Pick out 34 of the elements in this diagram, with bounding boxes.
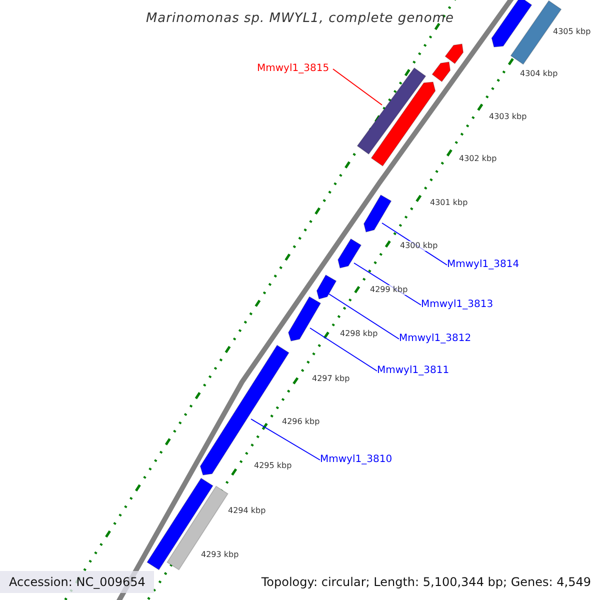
scale-label: 4293 kbp	[201, 550, 239, 560]
gene-feature	[363, 194, 392, 232]
scale-label: 4299 kbp	[370, 285, 408, 295]
gene-label: Mmwyl1_3812	[399, 332, 475, 346]
scale-label: 4302 kbp	[459, 154, 497, 164]
scale-label: 4295 kbp	[254, 461, 292, 471]
scale-label: 4301 kbp	[430, 198, 468, 208]
leader-line	[250, 418, 320, 460]
scale-label: 4296 kbp	[282, 417, 320, 427]
gene-feature	[370, 82, 436, 167]
gene-label: Mmwyl1_3813	[421, 298, 497, 312]
leader-line	[332, 68, 382, 106]
leader-line	[310, 328, 378, 372]
scale-label: 4300 kbp	[400, 241, 438, 251]
gene-feature	[288, 296, 322, 342]
gene-feature	[491, 0, 532, 48]
gene-feature	[338, 238, 362, 268]
gene-feature	[432, 62, 451, 82]
gene-feature	[316, 274, 337, 300]
gene-label: Mmwyl1_3815	[257, 62, 333, 76]
gene-label: Mmwyl1_3810	[320, 453, 396, 467]
scale-label: 4303 kbp	[489, 112, 527, 122]
gene-feature	[356, 67, 426, 155]
gene-label: Mmwyl1_3811	[377, 364, 453, 378]
scale-label: 4304 kbp	[520, 69, 558, 79]
gene-feature	[444, 44, 464, 64]
scale-label: 4297 kbp	[312, 374, 350, 384]
map-title: Marinomonas sp. MWYL1, complete genome	[144, 10, 456, 28]
scale-label: 4298 kbp	[340, 329, 378, 339]
leader-line	[328, 294, 400, 340]
gene-label: Mmwyl1_3814	[447, 258, 523, 272]
scale-label: 4305 kbp	[553, 27, 591, 37]
accession-info: Accession: NC_009654	[0, 571, 154, 593]
scale-label: 4294 kbp	[228, 506, 266, 516]
